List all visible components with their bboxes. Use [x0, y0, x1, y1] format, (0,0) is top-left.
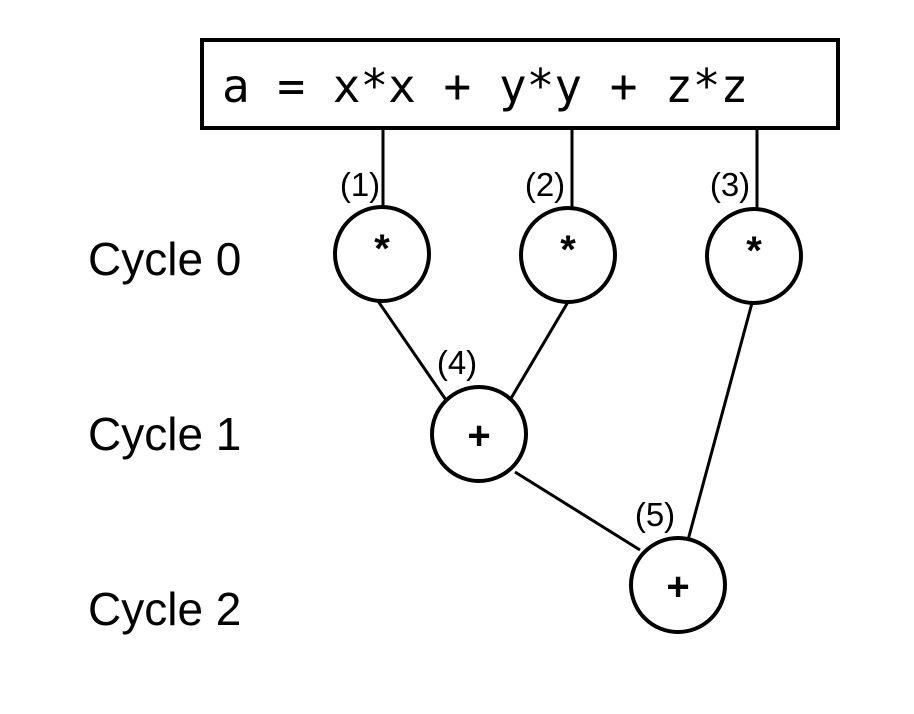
node-2: * (2): [519, 166, 617, 304]
node-2-op: *: [560, 228, 576, 272]
node-1-op: *: [374, 227, 390, 271]
node-5-number: (5): [635, 496, 675, 533]
node-5-circle: [629, 536, 727, 634]
expression-text: a = x*x + y*y + z*z: [222, 59, 748, 113]
edge-node-3-to-node-5: [686, 302, 754, 541]
node-1: * (1): [333, 166, 431, 303]
cycle-label-1: Cycle 1: [88, 408, 241, 460]
edge-node-2-to-node-4: [508, 301, 570, 401]
node-4: + (4): [430, 344, 528, 483]
edge-node-4-to-node-5: [514, 470, 641, 552]
node-4-number: (4): [437, 344, 477, 381]
expression-box: [200, 38, 840, 130]
cycle-label-0: Cycle 0: [88, 233, 241, 285]
edge-node-1-to-node-4: [376, 300, 448, 401]
node-2-number: (2): [525, 166, 565, 203]
node-1-circle: [333, 205, 431, 303]
node-2-circle: [519, 206, 617, 304]
node-3-number: (3): [710, 166, 750, 203]
node-3: * (3): [705, 166, 803, 305]
node-4-circle: [430, 385, 528, 483]
node-3-op: *: [746, 229, 762, 273]
node-4-op: +: [467, 414, 490, 458]
node-5: + (5): [629, 496, 727, 634]
node-1-number: (1): [340, 166, 380, 203]
cycle-label-2: Cycle 2: [88, 583, 241, 635]
node-5-op: +: [666, 565, 689, 609]
node-3-circle: [705, 207, 803, 305]
